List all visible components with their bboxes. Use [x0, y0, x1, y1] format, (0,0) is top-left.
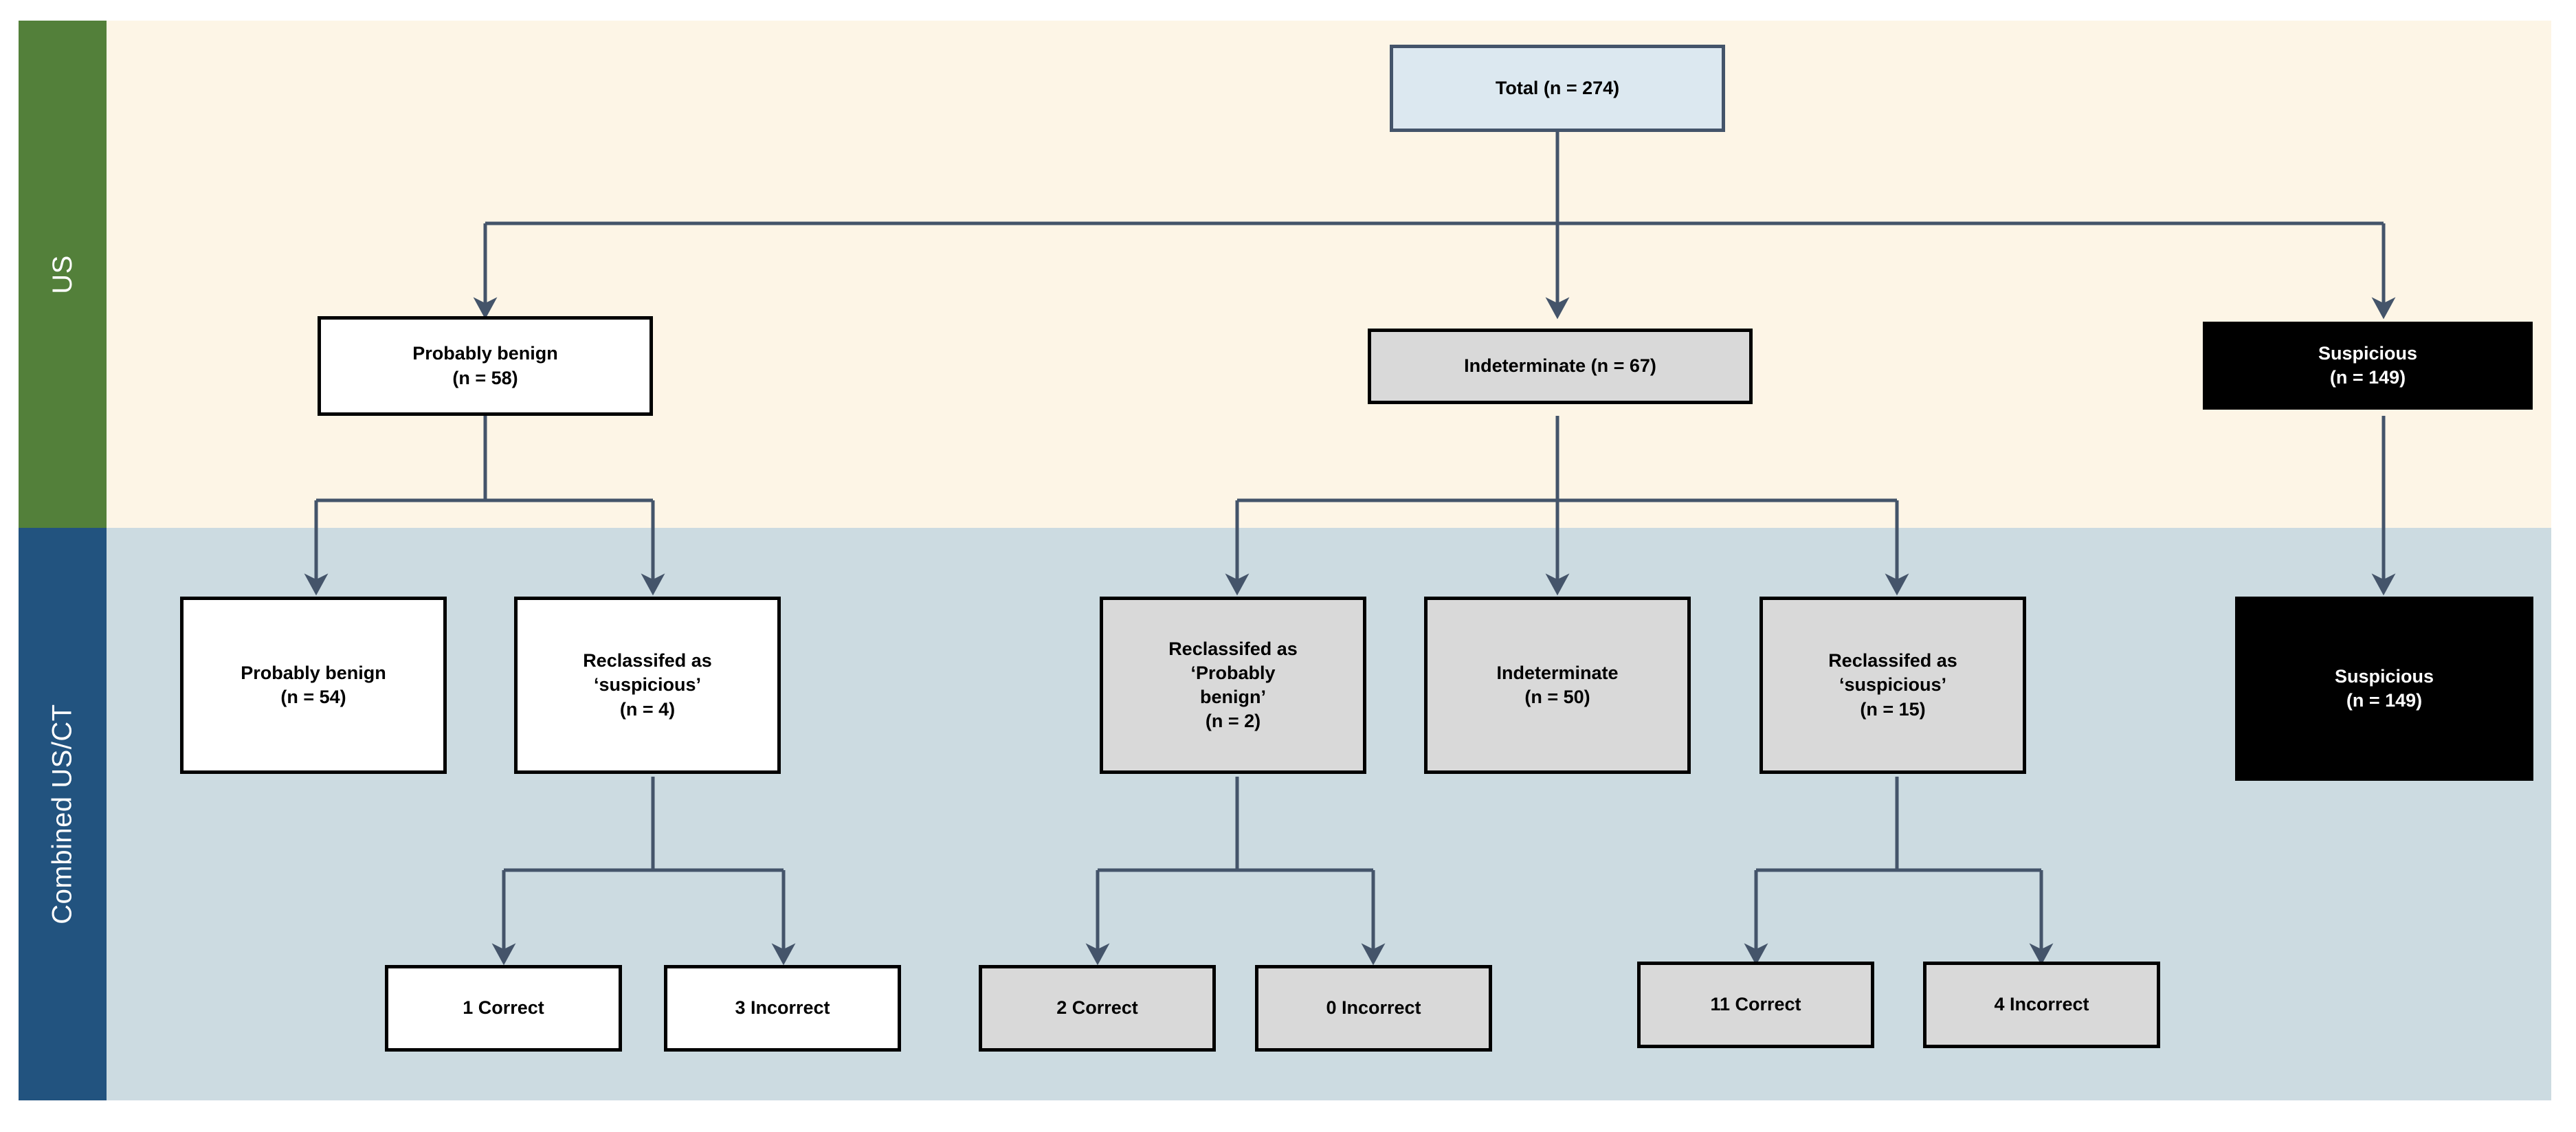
node-benign-incorrect[interactable]: 3 Incorrect: [664, 965, 901, 1052]
node-total-label: Total (n = 274): [1495, 77, 1620, 98]
node-indeterminate-incorrect[interactable]: 0 Incorrect: [1255, 965, 1492, 1052]
rail-us: US: [19, 21, 107, 528]
node-us-probably-benign[interactable]: Probably benign (n = 58): [318, 316, 653, 416]
node-ct-indeterminate-label: Indeterminate (n = 50): [1496, 662, 1619, 707]
node-ct-suspicious[interactable]: Suspicious (n = 149): [2235, 597, 2533, 781]
node-us-indeterminate-label: Indeterminate (n = 67): [1464, 355, 1656, 377]
node-ct-indeterminate-reclassified-benign-label: Reclassifed as ‘Probably benign’ (n = 2): [1168, 638, 1298, 732]
node-us-indeterminate[interactable]: Indeterminate (n = 67): [1368, 329, 1753, 404]
node-indeterminate-correct[interactable]: 2 Correct: [979, 965, 1216, 1052]
node-suspicious-correct-label: 11 Correct: [1710, 994, 1801, 1015]
node-ct-probably-benign[interactable]: Probably benign (n = 54): [180, 597, 447, 774]
node-total[interactable]: Total (n = 274): [1390, 45, 1725, 132]
node-ct-benign-reclassified-suspicious-label: Reclassifed as ‘suspicious’ (n = 4): [583, 650, 712, 720]
node-ct-indeterminate-reclassified-benign[interactable]: Reclassifed as ‘Probably benign’ (n = 2): [1100, 597, 1366, 774]
node-suspicious-incorrect[interactable]: 4 Incorrect: [1923, 962, 2160, 1048]
node-indeterminate-incorrect-label: 0 Incorrect: [1326, 997, 1421, 1019]
node-ct-suspicious-label: Suspicious (n = 149): [2334, 665, 2434, 711]
node-benign-correct-label: 1 Correct: [463, 997, 544, 1019]
node-indeterminate-correct-label: 2 Correct: [1056, 997, 1138, 1019]
node-us-suspicious[interactable]: Suspicious (n = 149): [2203, 322, 2533, 410]
node-ct-indeterminate-reclassified-suspicious[interactable]: Reclassifed as ‘suspicious’ (n = 15): [1759, 597, 2026, 774]
node-ct-benign-reclassified-suspicious[interactable]: Reclassifed as ‘suspicious’ (n = 4): [514, 597, 781, 774]
node-benign-incorrect-label: 3 Incorrect: [735, 997, 830, 1019]
node-ct-indeterminate[interactable]: Indeterminate (n = 50): [1424, 597, 1691, 774]
node-suspicious-incorrect-label: 4 Incorrect: [1994, 994, 2089, 1015]
node-ct-probably-benign-label: Probably benign (n = 54): [241, 662, 386, 707]
node-us-suspicious-label: Suspicious (n = 149): [2318, 342, 2418, 388]
rail-us-ct: Combined US/CT: [19, 528, 107, 1100]
band-us: [107, 21, 2551, 528]
node-ct-indeterminate-reclassified-suspicious-label: Reclassifed as ‘suspicious’ (n = 15): [1828, 650, 1957, 720]
node-benign-correct[interactable]: 1 Correct: [385, 965, 622, 1052]
node-suspicious-correct[interactable]: 11 Correct: [1637, 962, 1874, 1048]
node-us-probably-benign-label: Probably benign (n = 58): [412, 343, 558, 388]
